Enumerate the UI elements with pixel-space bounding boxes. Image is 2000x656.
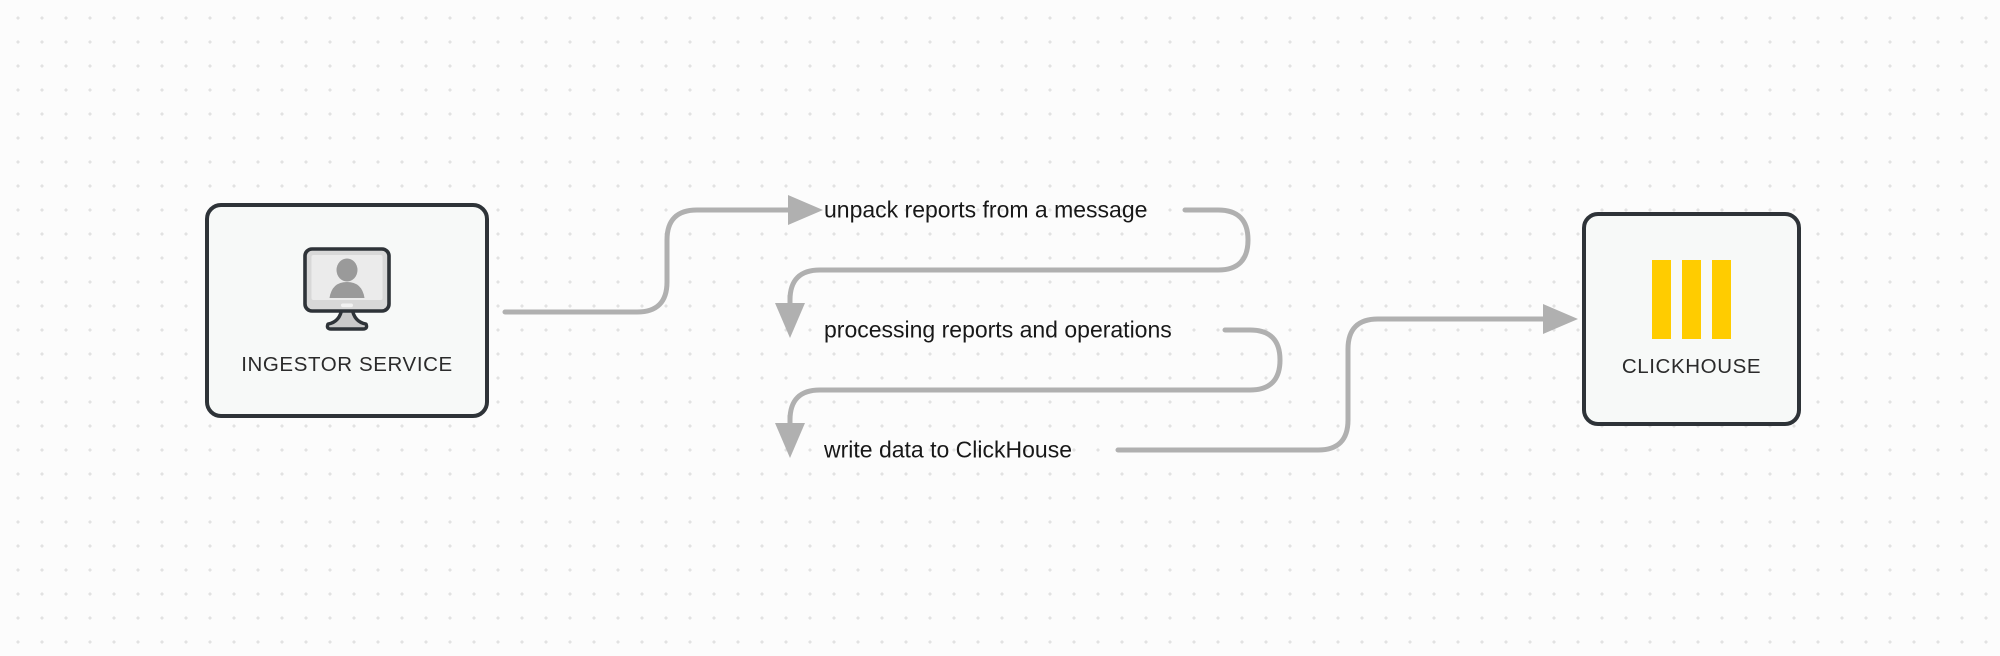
edge-label-write-data: write data to ClickHouse (824, 436, 1072, 463)
monitor-user-icon (295, 244, 399, 339)
connector-step2-loop (787, 327, 1283, 426)
connector-ingestor-to-step1 (502, 195, 823, 315)
node-clickhouse[interactable]: CLICKHOUSE (1582, 212, 1801, 426)
connector-step1-loop (787, 207, 1251, 306)
edge-label-unpack-reports: unpack reports from a message (824, 196, 1148, 223)
clickhouse-bar-3 (1712, 259, 1731, 339)
clickhouse-bar-1 (1652, 259, 1671, 339)
edge-label-processing-reports: processing reports and operations (824, 316, 1172, 343)
connector-step3-to-clickhouse (1115, 304, 1578, 453)
node-clickhouse-label: CLICKHOUSE (1621, 354, 1762, 378)
node-ingestor-service-label: INGESTOR SERVICE (241, 353, 453, 376)
clickhouse-bars-icon (1652, 259, 1731, 339)
clickhouse-bar-2 (1682, 259, 1701, 339)
node-ingestor-service[interactable]: INGESTOR SERVICE (205, 203, 489, 418)
